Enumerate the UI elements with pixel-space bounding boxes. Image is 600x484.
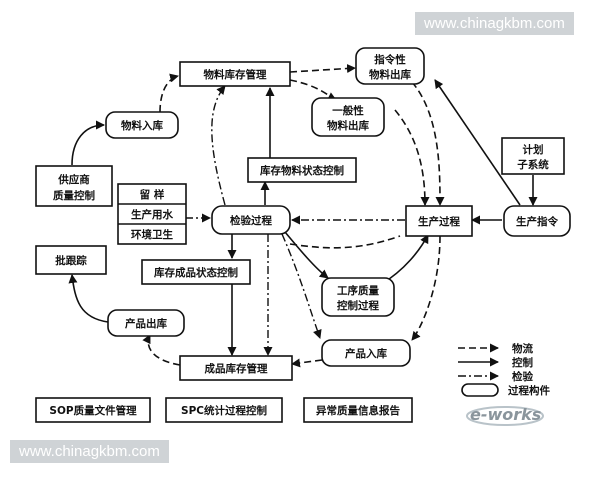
link-inspection-to-product-in [281,233,322,339]
svg-text:一般性: 一般性 [332,104,364,117]
svg-text:质量控制: 质量控制 [53,189,95,202]
svg-text:成品库存管理: 成品库存管理 [205,362,268,375]
link-order-to-command-out [434,79,521,206]
node-product-stock-mgmt: 成品库存管理 [179,355,293,381]
node-abnormal-report: 异常质量信息报告 [303,397,413,423]
svg-text:产品出库: 产品出库 [125,317,167,330]
legend-process-component: 过程构件 [461,383,550,397]
link-production-to-product-in [411,235,441,341]
node-general-material-out: 一般性 物料出库 [311,97,385,137]
legend-inspection: 检验 [458,370,533,383]
svg-text:库存成品状态控制: 库存成品状态控制 [154,266,238,279]
svg-text:物料出库: 物料出库 [327,119,369,132]
svg-text:生产指令: 生产指令 [516,215,558,228]
node-plan-subsystem: 计划 子系统 [501,137,565,175]
svg-text:批跟踪: 批跟踪 [55,254,87,267]
link-inspection-curve [289,235,401,249]
svg-text:计划: 计划 [523,143,544,156]
svg-text:e-works: e-works [470,405,541,424]
svg-text:子系统: 子系统 [517,158,549,171]
node-stock-product-status: 库存成品状态控制 [141,259,251,285]
legend-logistics: 物流 [458,342,533,355]
svg-text:检验过程: 检验过程 [230,214,272,227]
link-supplier-to-in [71,120,105,166]
node-batch-tracking: 批跟踪 [35,245,107,275]
svg-text:工序质量: 工序质量 [337,284,379,297]
node-spc-control: SPC统计过程控制 [165,397,283,423]
node-supplier-quality: 供应商 质量控制 [35,165,113,207]
svg-text:过程构件: 过程构件 [508,384,550,397]
svg-text:异常质量信息报告: 异常质量信息报告 [316,404,400,417]
node-product-in: 产品入库 [321,339,411,367]
node-stock-material-status: 库存物料状态控制 [247,157,357,183]
node-sop-doc-mgmt: SOP质量文件管理 [35,397,151,423]
link-stock-to-command-out [289,63,356,73]
svg-text:指令性: 指令性 [374,53,406,66]
svg-text:SOP质量文件管理: SOP质量文件管理 [49,404,137,417]
link-inspection-to-stock [211,85,226,206]
svg-text:控制过程: 控制过程 [337,299,379,312]
svg-text:物流: 物流 [512,342,533,355]
legend-control: 控制 [458,356,533,369]
link-stock-to-general-out [289,79,337,101]
node-production-order: 生产指令 [503,205,571,237]
link-inspection-to-process-quality [284,231,329,279]
node-inspection-process: 检验过程 [211,205,291,235]
svg-text:生产过程: 生产过程 [418,215,460,228]
svg-text:库存物料状态控制: 库存物料状态控制 [260,164,344,177]
svg-text:物料入库: 物料入库 [121,119,163,132]
svg-text:物料出库: 物料出库 [369,68,411,81]
link-product-out-to-batch [68,274,109,323]
svg-text:控制: 控制 [512,356,533,369]
watermark-top: www.chinagkbm.com [415,12,574,35]
link-in-to-stock [159,73,179,113]
link-product-in-to-stock [291,358,323,368]
node-material-in: 物料入库 [105,111,179,139]
link-stock-to-product-out [142,334,181,366]
svg-text:供应商: 供应商 [57,173,90,186]
svg-text:物料库存管理: 物料库存管理 [204,68,267,81]
svg-text:检验: 检验 [512,370,533,383]
node-product-out: 产品出库 [107,309,185,337]
eworks-logo: e-works [466,405,544,426]
node-production-process: 生产过程 [405,205,473,237]
node-material-stock-mgmt: 物料库存管理 [179,61,291,87]
legend: 物流 控制 检验 过程构件 [458,342,550,397]
svg-text:SPC统计过程控制: SPC统计过程控制 [181,404,267,417]
node-command-material-out: 指令性 物料出库 [355,47,425,85]
svg-text:生产用水: 生产用水 [131,208,173,221]
svg-text:产品入库: 产品入库 [345,347,387,360]
link-command-out-to-production [411,81,445,206]
svg-text:环境卫生: 环境卫生 [131,228,173,241]
node-process-quality: 工序质量 控制过程 [321,277,395,317]
watermark-bottom: www.chinagkbm.com [10,440,169,463]
svg-text:留 样: 留 样 [140,188,165,201]
node-sample-water-env: 留 样 生产用水 环境卫生 [117,183,187,245]
link-general-out-to-production [394,109,430,206]
